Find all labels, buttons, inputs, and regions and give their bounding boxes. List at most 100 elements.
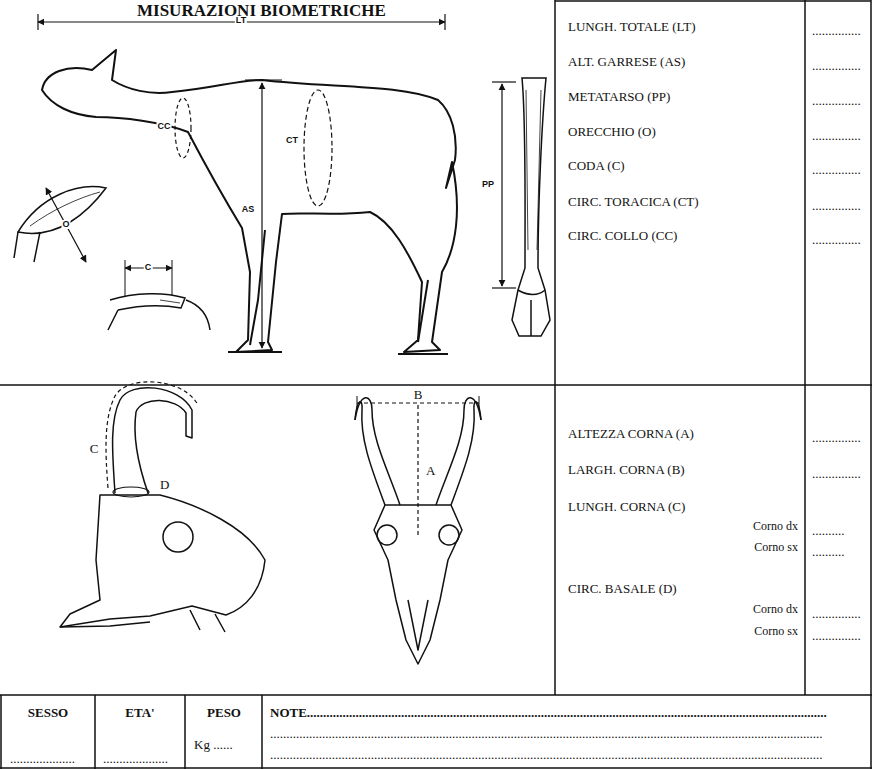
animal-outline — [42, 50, 457, 354]
column-header: PESO — [207, 706, 241, 719]
column-header: ETA' — [125, 706, 154, 719]
animal-outline — [250, 230, 265, 345]
field-label: LUNGH. TOTALE (LT) — [568, 20, 696, 33]
skull-side-drawing — [60, 495, 265, 627]
field-value: ............... — [812, 233, 861, 246]
measure-line — [444, 14, 445, 30]
metatarsus-drawing — [530, 300, 532, 336]
skull-front-drawing — [355, 396, 481, 664]
measure-line — [245, 79, 282, 80]
metatarsus-drawing — [512, 78, 550, 336]
measure-line — [261, 83, 262, 348]
metatarsus-drawing — [512, 78, 550, 336]
table-rule — [94, 695, 96, 769]
metatarsus-drawing — [518, 290, 545, 295]
field-label: LUNGH. CORNA (C) — [568, 500, 685, 513]
table-rule — [0, 767, 872, 769]
field-label: CIRC. TORACICA (CT) — [568, 195, 699, 208]
field-value: ............... — [812, 431, 861, 444]
animal-outline — [418, 280, 428, 342]
skull-side-drawing — [60, 610, 225, 632]
skull-side-drawing — [163, 522, 193, 552]
table-rule — [0, 694, 872, 696]
skull-front-drawing — [377, 525, 397, 545]
field-label: LARGH. CORNA (B) — [568, 463, 685, 476]
dimension-letter: A — [426, 464, 435, 477]
dimension-tag: PP — [481, 180, 495, 189]
animal-outline — [228, 351, 282, 353]
ear-drawing — [46, 188, 86, 262]
skull-front-drawing — [439, 525, 459, 545]
field-value: Kg ...... — [194, 738, 233, 751]
notes-line: ........................................… — [270, 727, 823, 740]
skull-front-drawing — [355, 398, 400, 505]
skull-front-drawing — [479, 396, 480, 410]
measure-line — [492, 287, 516, 288]
field-value: ............... — [812, 163, 861, 176]
skull-front-drawing — [408, 600, 428, 650]
form-title: MISURAZIONI BIOMETRICHE — [137, 2, 386, 19]
dimension-tag: C — [144, 263, 153, 272]
table-rule — [554, 0, 556, 695]
field-value: ............... — [812, 94, 861, 107]
field-label: CIRC. COLLO (CC) — [568, 229, 677, 242]
measure-line — [37, 14, 38, 30]
field-label: ORECCHIO (O) — [568, 125, 656, 138]
tail-drawing — [110, 294, 185, 310]
field-sublabel: Corno dx — [753, 603, 798, 615]
tail-drawing — [108, 300, 210, 330]
tail-drawing — [172, 260, 173, 296]
measure-line — [501, 84, 502, 286]
skull-front-drawing — [357, 402, 479, 403]
skull-front-drawing — [357, 396, 358, 410]
field-sublabel: Corno dx — [753, 520, 798, 532]
skull-front-drawing — [417, 405, 418, 535]
field-sublabel: Corno sx — [754, 541, 798, 553]
dimension-tag: LT — [235, 16, 247, 25]
table-rule — [555, 0, 871, 2]
field-value: ............... — [812, 467, 861, 480]
ear-drawing — [18, 187, 106, 234]
ear-drawing — [14, 232, 40, 262]
dimension-tag: O — [61, 220, 70, 229]
tail-drawing — [125, 260, 126, 296]
tail-drawing — [160, 300, 180, 303]
notes-line: NOTE....................................… — [270, 706, 827, 719]
tail-drawing — [108, 260, 210, 330]
measure-line — [304, 90, 332, 206]
dimension-letter: D — [160, 478, 169, 491]
skull-front-drawing — [374, 505, 462, 664]
skull-side-drawing — [60, 382, 265, 632]
field-value: ............... — [812, 629, 861, 642]
field-value: .......... — [812, 545, 845, 558]
field-label: ALTEZZA CORNA (A) — [568, 427, 694, 440]
notes-line: ........................................… — [270, 748, 823, 761]
table-rule — [184, 695, 186, 769]
metatarsus-drawing — [526, 90, 541, 250]
measure-line — [38, 14, 516, 348]
measure-line — [492, 81, 516, 82]
field-value: ............... — [812, 24, 861, 37]
field-label: METATARSO (PP) — [568, 90, 670, 103]
field-label: CODA (C) — [568, 159, 625, 172]
dimension-tag: AS — [241, 205, 256, 214]
ear-drawing — [14, 187, 106, 262]
table-rule — [261, 695, 263, 769]
animal-outline — [42, 50, 457, 352]
measure-line — [175, 98, 191, 158]
field-value: .......... — [812, 524, 845, 537]
table-rule — [804, 0, 806, 695]
field-value: .................... — [10, 752, 75, 765]
field-value: ............... — [812, 199, 861, 212]
dimension-letter: C — [90, 442, 99, 455]
dimension-tag: CT — [285, 136, 299, 145]
skull-front-drawing — [436, 398, 481, 505]
field-label: CIRC. BASALE (D) — [568, 582, 677, 595]
field-value: ............... — [812, 607, 861, 620]
dimension-tag: CC — [157, 122, 172, 131]
field-value: .................... — [103, 752, 168, 765]
